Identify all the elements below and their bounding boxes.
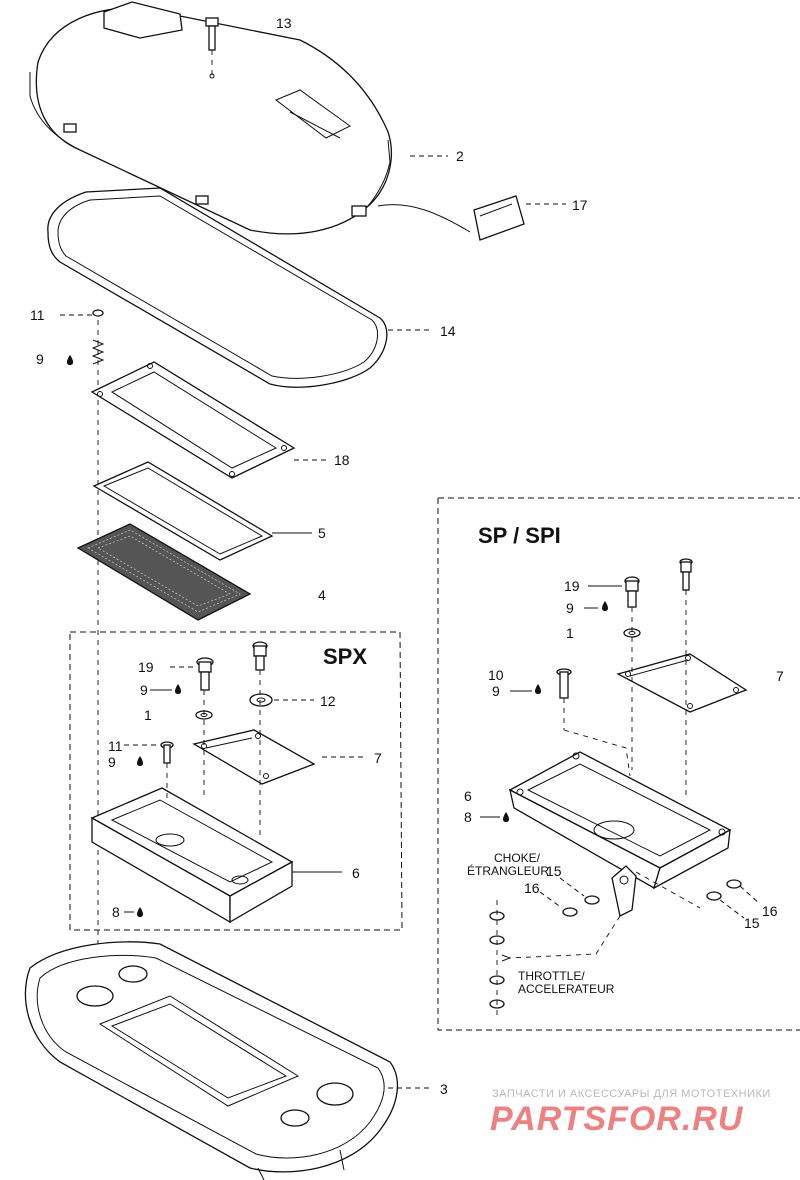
callout-14: 14 — [440, 323, 456, 339]
callout-sp-16a: 16 — [524, 880, 540, 896]
sp-part-15-16-hardware — [562, 879, 742, 917]
callout-labels: 13 2 17 14 11 9 18 5 4 19 9 12 1 11 9 7 … — [30, 15, 784, 1097]
callout-sp-6: 6 — [464, 788, 472, 804]
throttle-note-line1: THROTTLE/ — [518, 969, 585, 983]
callout-5: 5 — [318, 525, 326, 541]
sp-choke-lever — [611, 865, 637, 917]
callout-sp-16b: 16 — [762, 903, 778, 919]
spx-section: SPX — [69, 631, 403, 931]
callout-18: 18 — [334, 452, 350, 468]
part-3-lower-housing — [24, 941, 399, 1180]
part-5-seal — [92, 461, 274, 561]
part-14-gasket — [47, 187, 388, 388]
watermark-tagline: ЗАПЧАСТИ И АКСЕССУАРЫ ДЛЯ МОТОТЕХНИКИ — [492, 1088, 771, 1100]
callout-13: 13 — [276, 15, 292, 31]
callout-4: 4 — [318, 587, 326, 603]
sp-throttle-stack — [489, 900, 505, 1018]
callout-sp-9b: 9 — [492, 683, 500, 699]
callout-sp-7: 7 — [776, 668, 784, 684]
spx-part-7-bracket — [192, 729, 316, 785]
callout-spx-8: 8 — [112, 904, 120, 920]
sp-part-6-base — [508, 751, 732, 890]
callout-sp-19: 19 — [564, 578, 580, 594]
callout-spx-19: 19 — [138, 659, 154, 675]
callout-sp-9a: 9 — [566, 600, 574, 616]
spx-part-11-screw — [160, 741, 174, 764]
part-11-washer — [92, 309, 104, 317]
sp-part-7-bracket — [616, 653, 748, 713]
watermark: ЗАПЧАСТИ И АКСЕССУАРЫ ДЛЯ МОТОТЕХНИКИ PA… — [490, 1088, 771, 1138]
part-13-screw — [205, 17, 219, 76]
part-9-spring — [91, 339, 105, 365]
callout-spx-6: 6 — [352, 865, 360, 881]
drop-icons — [67, 355, 73, 365]
spx-part-19-bolt — [196, 641, 268, 691]
spx-part-12-grommet — [249, 693, 273, 707]
part-2-silencer-cover — [29, 1, 392, 235]
callout-9: 9 — [36, 351, 44, 367]
part-18-frame — [90, 361, 296, 479]
callout-sp-8: 8 — [464, 809, 472, 825]
callout-spx-7: 7 — [374, 750, 382, 766]
sp-part-10-screw — [556, 668, 572, 699]
choke-note-line2: ÉTRANGLEUR — [467, 863, 549, 878]
spx-section-title: SPX — [323, 644, 367, 669]
callout-sp-10: 10 — [488, 667, 504, 683]
part-17-decal — [377, 195, 525, 241]
leader-lines — [60, 155, 761, 1089]
choke-note-line1: CHOKE/ — [494, 851, 541, 865]
callout-spx-11: 11 — [108, 738, 123, 754]
callout-sp-15a: 15 — [546, 863, 562, 879]
callout-spx-1: 1 — [144, 707, 152, 723]
callout-2: 2 — [456, 148, 464, 164]
callout-11: 11 — [30, 307, 45, 323]
callout-sp-15b: 15 — [744, 915, 760, 931]
callout-17: 17 — [572, 197, 588, 213]
sp-spi-section: SP / SPI — [437, 497, 800, 1031]
callout-spx-12: 12 — [320, 693, 336, 709]
spx-part-6-base — [90, 787, 294, 924]
drop-icon — [67, 355, 73, 365]
part-4-filter — [76, 523, 252, 621]
callout-sp-1: 1 — [566, 625, 574, 641]
callout-spx-9a: 9 — [140, 682, 148, 698]
callout-3: 3 — [440, 1081, 448, 1097]
sp-part-19-bolt — [624, 558, 693, 608]
throttle-note-line2: ACCELERATEUR — [518, 982, 615, 996]
callout-spx-9b: 9 — [108, 754, 116, 770]
sp-spi-section-title: SP / SPI — [478, 523, 561, 548]
watermark-brand: PARTSFOR.RU — [490, 1100, 744, 1138]
